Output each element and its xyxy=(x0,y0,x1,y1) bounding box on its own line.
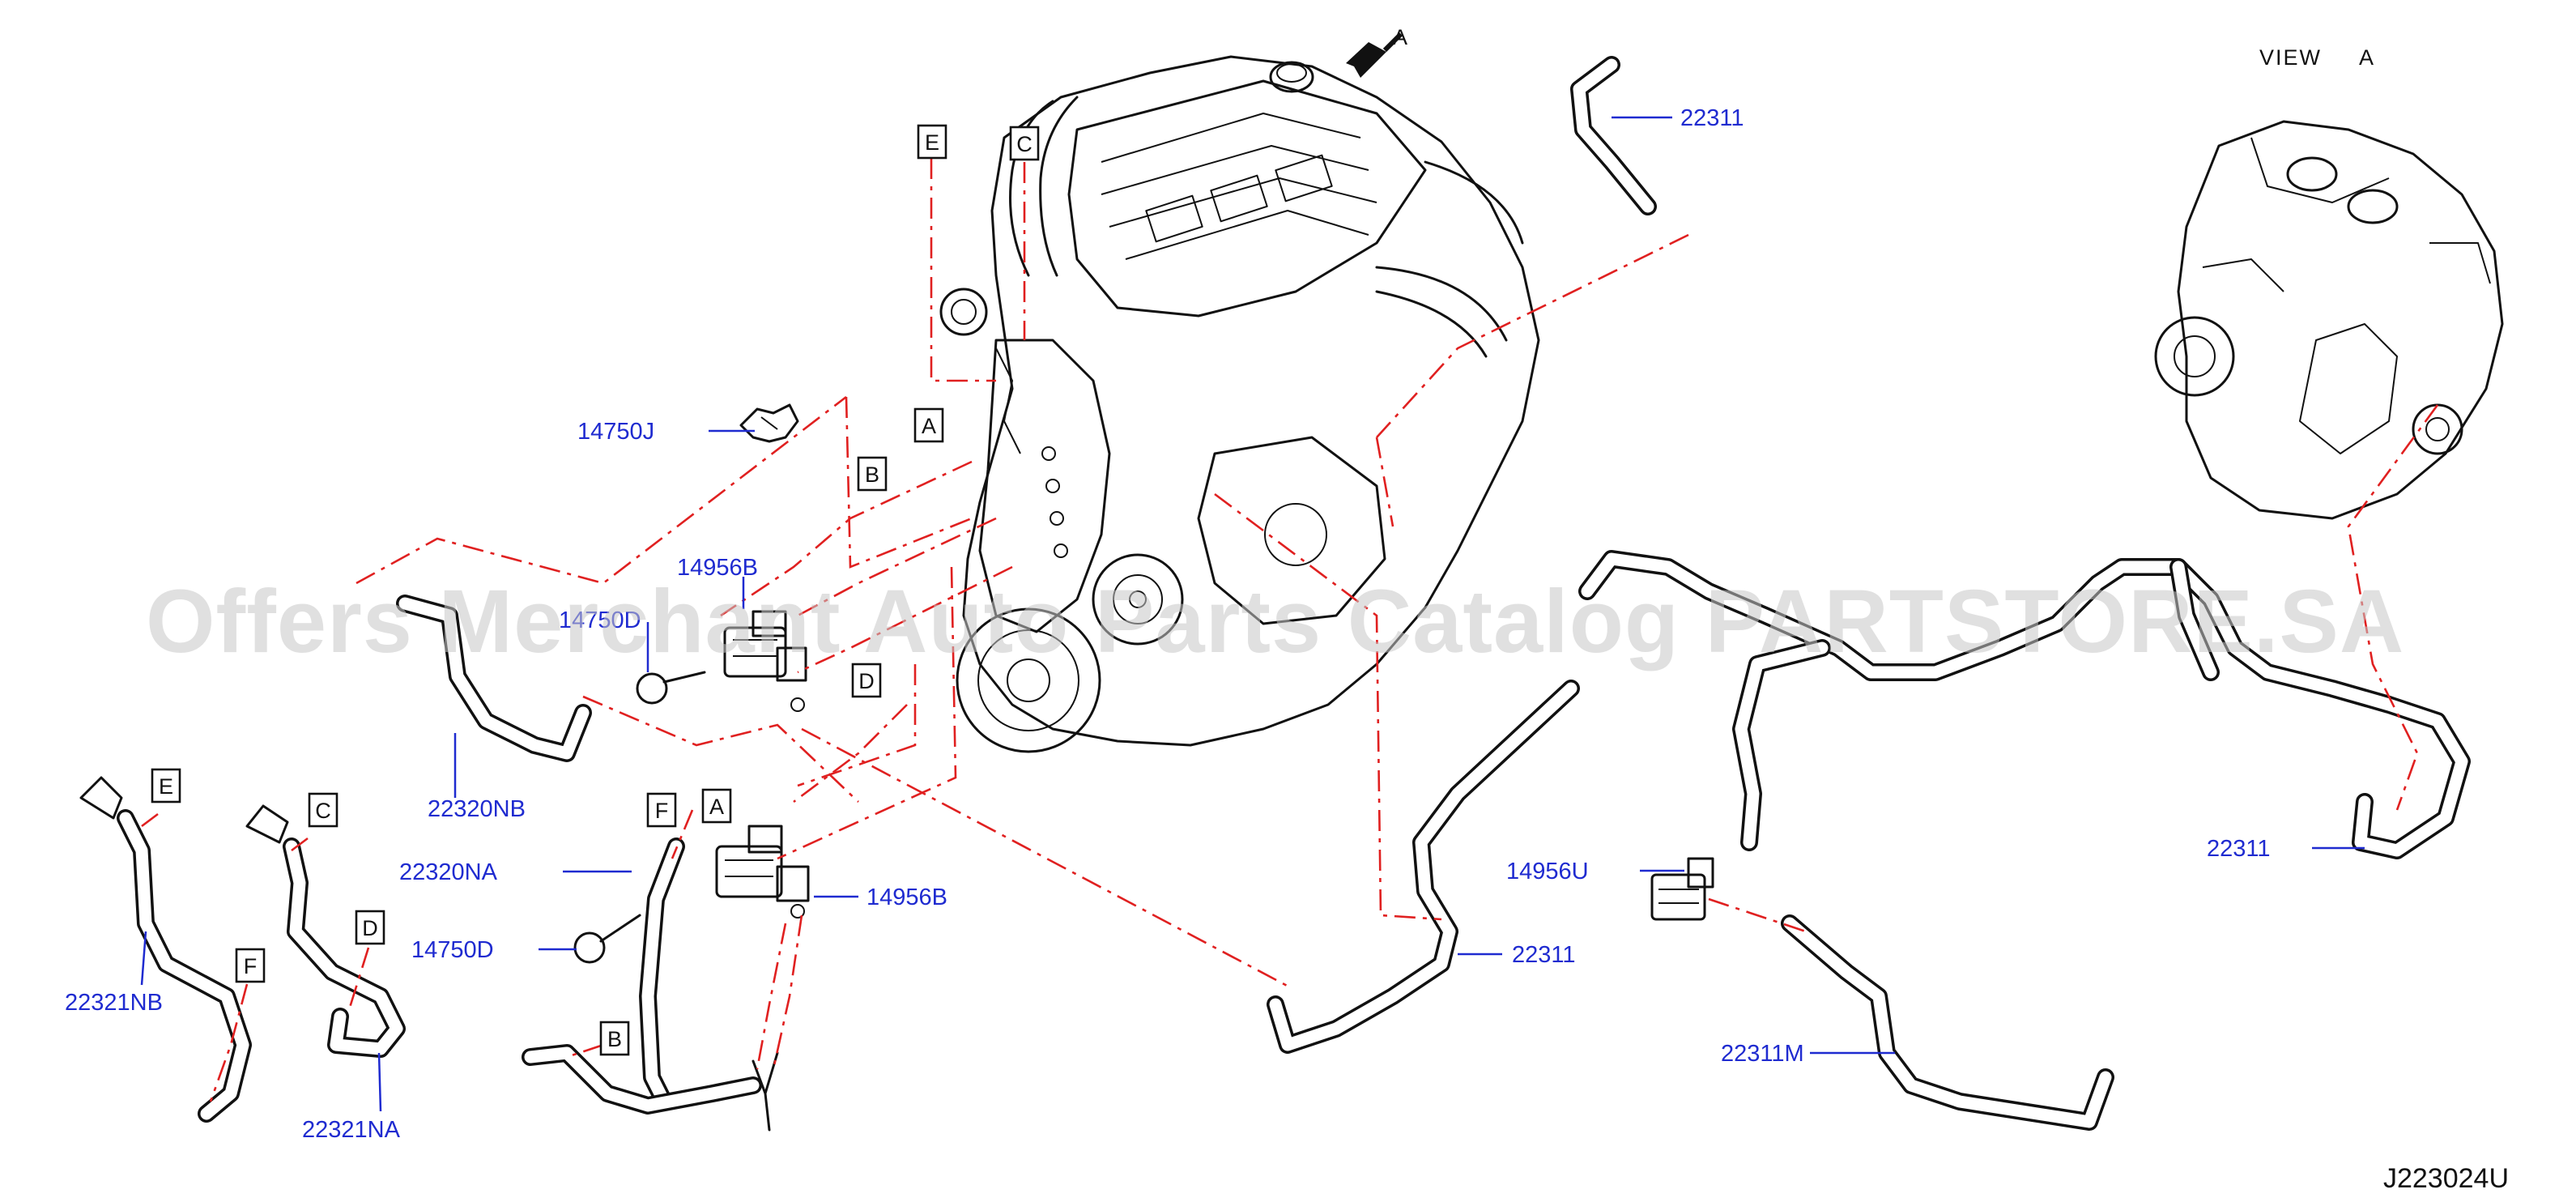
engine-assembly xyxy=(939,32,1540,753)
ref-box-c-top: C xyxy=(1009,126,1040,161)
ref-box-f-left: F xyxy=(235,948,266,983)
ref-box-a-engine: A xyxy=(913,407,944,443)
bolt-14750d-upper xyxy=(636,671,706,705)
ref-box-b-engine: B xyxy=(857,456,888,492)
hose-22311-middle xyxy=(1267,680,1580,1054)
view-a-arrow-icon xyxy=(1346,42,1386,78)
view-title-letter: A xyxy=(2359,45,2375,70)
ref-letter: E xyxy=(159,774,173,799)
part-label-22311-middle: 22311 xyxy=(1512,942,1576,968)
solenoid-valve-14956b-upper xyxy=(723,610,807,712)
view-arrow-label: A xyxy=(1393,25,1407,49)
part-label-22311-right: 22311 xyxy=(2207,836,2271,862)
part-label-14956u: 14956U xyxy=(1506,859,1589,884)
ref-box-a-mid: A xyxy=(701,788,732,824)
ref-letter: F xyxy=(244,954,258,978)
ref-box-b-lower: B xyxy=(599,1021,630,1056)
ref-letter: D xyxy=(858,669,875,693)
ref-letter: C xyxy=(1016,132,1033,156)
solenoid-valve-14956u xyxy=(1650,857,1714,921)
hose-22321nb xyxy=(79,776,252,1123)
part-label-14750j: 14750J xyxy=(577,419,654,445)
leader-lines xyxy=(140,116,2365,1112)
part-label-22321nb: 22321NB xyxy=(65,990,163,1016)
bolt-14750d-lower xyxy=(573,914,641,964)
part-label-22321na: 22321NA xyxy=(302,1117,401,1143)
part-label-22311m: 22311M xyxy=(1721,1041,1804,1067)
tube-harness-22311-right xyxy=(1578,550,2471,859)
tube-22311m xyxy=(1781,914,2114,1131)
tube-assembly-22320na xyxy=(522,838,779,1132)
ref-box-d-engine: D xyxy=(851,663,882,698)
part-label-22320nb: 22320NB xyxy=(428,796,526,822)
view-a-engine xyxy=(2154,120,2504,520)
ref-letter: C xyxy=(315,799,331,823)
ref-letter: D xyxy=(362,916,378,940)
part-label-22311-top: 22311 xyxy=(1680,105,1744,131)
ref-box-e-left: E xyxy=(151,768,181,803)
ref-box-d-left: D xyxy=(355,910,385,945)
ref-box-f-mid: F xyxy=(646,792,677,828)
view-title-prefix: VIEW xyxy=(2259,45,2322,70)
part-label-22320na: 22320NA xyxy=(399,859,498,885)
part-label-14750d-upper: 14750D xyxy=(559,607,641,633)
solenoid-valve-14956b-lower xyxy=(715,825,810,919)
ref-letter: E xyxy=(925,130,939,155)
ref-letter: A xyxy=(922,414,936,438)
ref-letter: F xyxy=(655,799,669,823)
connection-lines xyxy=(141,158,2439,1102)
view-a-title: VIEW A xyxy=(2259,45,2375,70)
ref-box-c-left: C xyxy=(308,792,338,828)
ref-letter: A xyxy=(709,795,724,819)
ref-letter: B xyxy=(865,462,879,487)
ref-box-e-top: E xyxy=(917,124,947,160)
hose-22320nb xyxy=(396,595,592,762)
hose-22321na xyxy=(245,804,406,1058)
part-label-14956b-lower: 14956B xyxy=(866,884,947,910)
diagram-code: J223024U xyxy=(2383,1163,2509,1194)
part-label-14956b-upper: 14956B xyxy=(677,555,758,581)
ref-letter: B xyxy=(607,1027,622,1051)
hose-22311-top xyxy=(1570,56,1657,215)
part-label-14750d-lower: 14750D xyxy=(411,937,494,963)
watermark-text: Offers Merchant Auto Parts Catalog PARTS… xyxy=(146,572,2404,671)
clip-14750j xyxy=(739,403,799,443)
